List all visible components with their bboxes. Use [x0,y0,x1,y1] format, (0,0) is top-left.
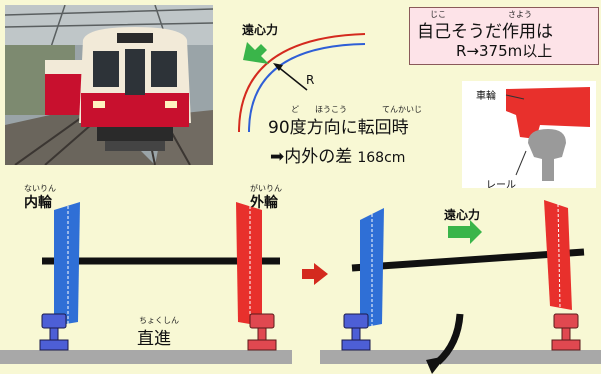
outer-ruby: がいりん [250,184,282,193]
turn-ruby-houkou: ほうこう [315,105,347,114]
outer-wheel-label: 外輪 [250,195,278,211]
straight-outer-wheel [236,202,262,326]
title-line-1: 自己そうだ作用は [417,22,553,42]
radius-label: R [306,73,315,87]
rail-head-shape [528,129,566,181]
inner-ruby: ないりん [24,184,56,193]
wheel-flange-shape [506,87,590,139]
wheel-label: 車輪 [476,91,496,102]
transition-arrow-icon [302,263,328,285]
curved-axle [351,248,585,272]
difference-text: ➡内外の差 168cm [270,142,405,167]
train-photo [5,5,213,165]
curved-centrifugal-label: 遠心力 [444,208,481,222]
title-box [409,7,599,65]
rail-label: レール [486,180,516,191]
difference-value: 168cm [357,150,406,166]
straight-inner-wheel [54,202,80,326]
title-line-2: R→375m以上 [456,42,553,60]
curved-centrifugal-arrow-icon [448,220,482,244]
curved-wheelset [320,200,601,374]
straight-ruby: ちょくしん [139,316,179,325]
title-ruby-sayou: さよう [508,10,532,19]
turn-ruby-tenkaiji: てんかいじ [382,105,422,114]
centrifugal-arrow-icon [243,42,269,64]
curved-ground [320,350,601,364]
curve-centrifugal-label: 遠心力 [242,23,279,37]
wheel-rail-detail [462,81,596,188]
curved-inner-rail [341,313,371,351]
turn-text: 90度方向に転回時 [268,118,409,138]
inner-wheel-label: 内輪 [24,195,52,211]
title-ruby-jiko: じこ [430,10,446,19]
curve-diagram [238,33,366,133]
turn-ruby-do: ど [291,105,299,114]
curved-inner-wheel [360,208,384,328]
curve-outer-rail [238,33,366,133]
difference-prefix: ➡内外の差 [270,147,353,167]
curved-outer-wheel [544,200,572,310]
straight-ground [0,350,292,364]
radius-arrow [276,65,308,91]
straight-outer-rail [247,313,277,351]
straight-inner-rail [39,313,69,351]
straight-wheelset [0,202,292,364]
straight-label: 直進 [137,329,171,349]
curved-outer-rail [551,313,581,351]
